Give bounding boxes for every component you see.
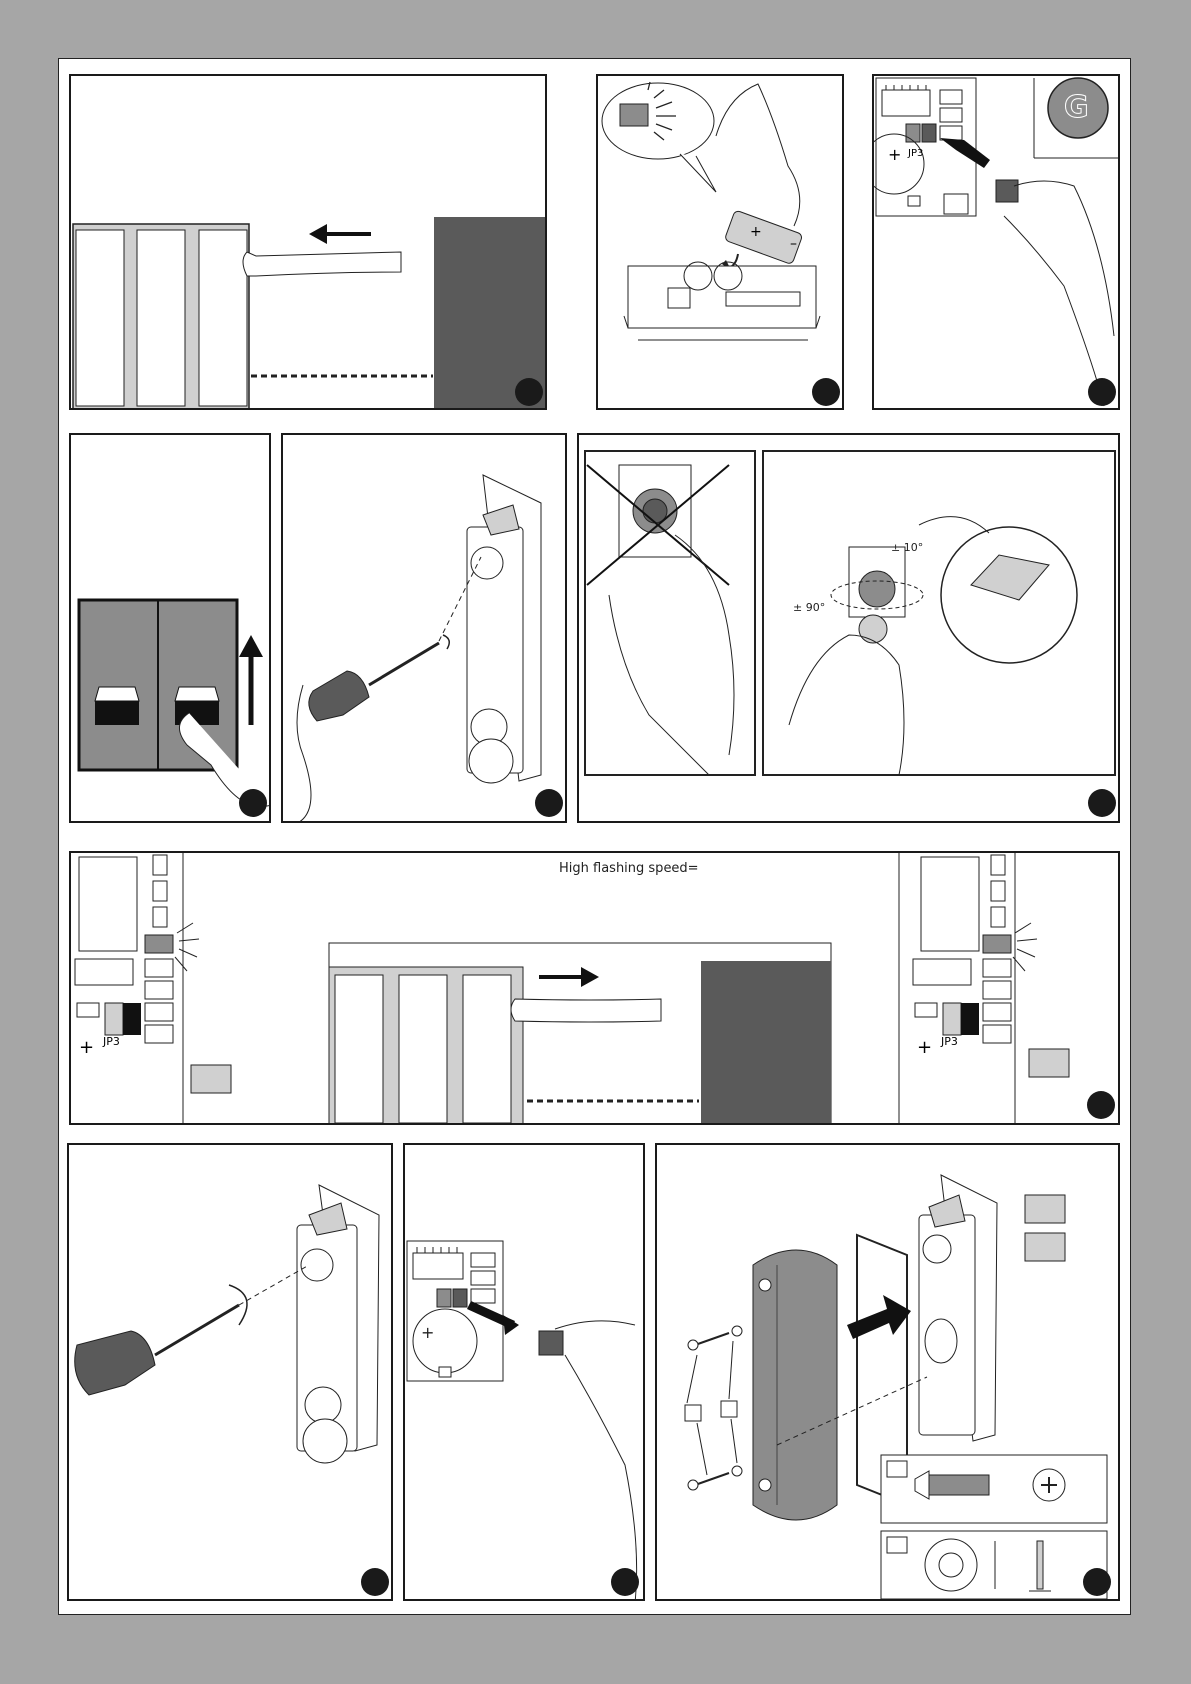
panel-reassembly (655, 1143, 1120, 1601)
step-marker (239, 789, 267, 817)
step-marker (1083, 1568, 1111, 1596)
step-marker (812, 378, 840, 406)
arrow-left-icon (309, 224, 371, 244)
washer-icon (881, 1531, 1107, 1599)
svg-text:JP3: JP3 (940, 1035, 958, 1048)
step-marker (1088, 789, 1116, 817)
manual-page: + – + (58, 58, 1131, 1615)
minus-label: – (790, 236, 797, 252)
screwdriver-icon (75, 1305, 239, 1395)
step-marker (535, 789, 563, 817)
panel-jumper-g: + JP3 G (872, 74, 1120, 410)
panel-battery: + – (596, 74, 844, 410)
panel-lens-adjust: ± 10° ± 90° (577, 433, 1120, 823)
panel-screwdriver-1 (281, 433, 567, 823)
angle-10-label: ± 10° (891, 541, 923, 554)
svg-text:+: + (79, 1037, 94, 1058)
jumper-icon (996, 180, 1018, 202)
panel-screwdriver-2 (67, 1143, 393, 1601)
plus-label: + (750, 224, 762, 240)
step-marker (515, 378, 543, 406)
svg-text:JP3: JP3 (907, 148, 923, 159)
step-marker (361, 1568, 389, 1596)
panel-door-close (69, 74, 547, 410)
step-marker (1088, 378, 1116, 406)
door-illustration (71, 76, 547, 410)
arrow-up-icon (239, 635, 263, 725)
angle-90-label: ± 90° (793, 601, 825, 614)
svg-text:+: + (917, 1037, 932, 1058)
step-marker (1087, 1091, 1115, 1119)
panel-high-flashing: + JP3 (69, 851, 1120, 1125)
letter-g-badge: G (1064, 90, 1089, 125)
svg-text:+: + (888, 145, 901, 164)
panel-switch (69, 433, 271, 823)
jumper-icon (539, 1331, 563, 1355)
screwdriver-icon (309, 643, 439, 721)
plus-label: + (421, 1323, 434, 1342)
high-flashing-label: High flashing speed= (559, 861, 699, 876)
step-marker (611, 1568, 639, 1596)
svg-text:JP3: JP3 (102, 1035, 120, 1048)
panel-jumper-remove: + (403, 1143, 645, 1601)
